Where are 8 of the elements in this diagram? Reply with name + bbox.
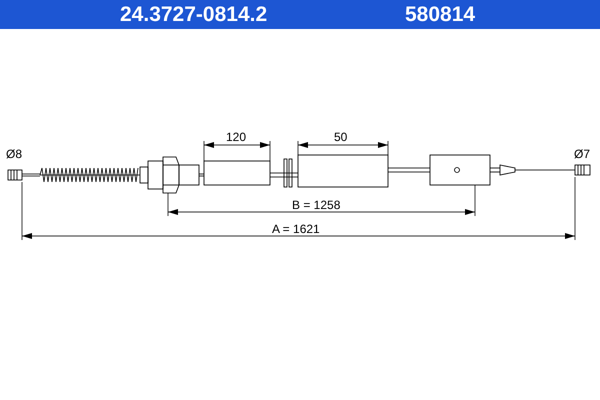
dimension-label: 50: [334, 130, 348, 144]
part-number: 24.3727-0814.2: [120, 2, 268, 27]
diameter-label: Ø8: [6, 147, 22, 161]
reference-number: 580814: [405, 2, 476, 27]
dimension-label: A = 1621: [272, 222, 320, 236]
dimension-label: 120: [226, 130, 246, 144]
diameter-label: Ø7: [574, 147, 590, 161]
dimension-label: B = 1258: [292, 198, 340, 212]
